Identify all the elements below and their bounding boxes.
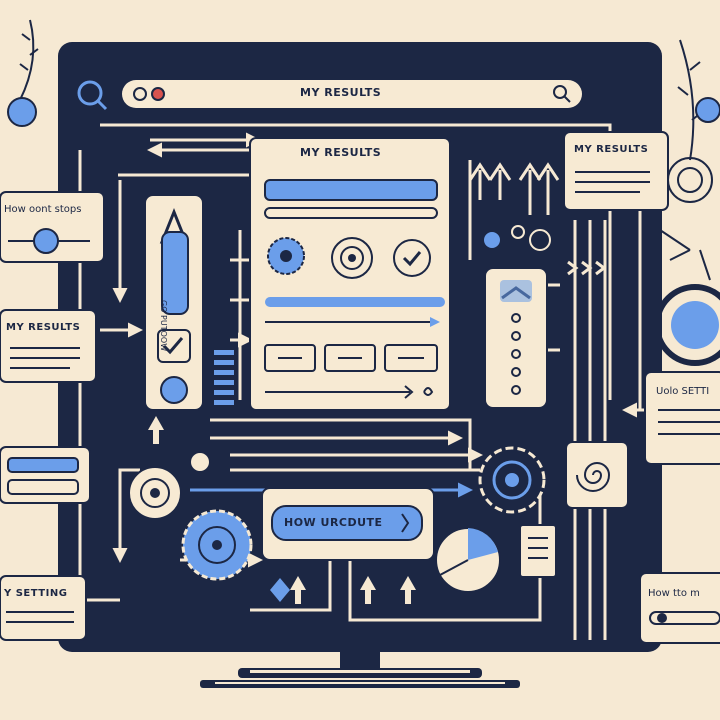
ladder-bars [214,350,234,405]
center-panel-title: MY RESULTS [300,146,382,159]
vertical-button[interactable] [161,231,189,315]
left-top-panel-text: How oont stops [4,204,82,215]
spiral-icon [576,462,611,492]
address-bar[interactable] [122,80,582,108]
right-bottom-card [639,572,720,644]
flow-lines [78,123,655,640]
how-urcdute-label: HOW URCDUTE [284,516,383,529]
top-right-card [563,131,669,211]
left-middle-panel-title: MY RESULTS [6,322,81,333]
toggle-row-1[interactable] [7,457,79,473]
right-middle-card [644,371,720,465]
up-arrows [36,273,416,604]
target-icon[interactable] [331,237,373,279]
background-decoration [7,19,720,366]
left-top-card [0,191,105,263]
left-bottom-card [0,575,87,641]
left-toggle-card [0,446,91,504]
address-search-icon[interactable] [553,85,567,99]
double-up-arrows [468,162,560,215]
document-icon [519,524,557,578]
address-bar-text: MY RESULTS [300,86,382,99]
right-vertical-card [484,267,548,409]
vertical-card [144,194,204,411]
check-circle-icon[interactable] [393,239,431,277]
right-middle-panel-title: Uolo SETTI [656,386,710,397]
right-bottom-panel-text: How tto m [648,588,700,599]
slider-knob[interactable] [33,228,59,254]
lower-widgets [128,441,629,602]
search-icon[interactable] [77,80,103,106]
browser-toolbar [77,80,582,111]
checkbox[interactable] [157,329,191,363]
mini-icons [484,225,607,276]
center-results-panel [249,137,451,411]
how-urcdute-button[interactable] [271,505,423,541]
heart-icon [423,387,434,396]
toggle-row-2[interactable] [7,479,79,495]
diamond-icon [270,578,290,602]
top-right-panel-title: MY RESULTS [574,144,649,155]
dot-indicator [160,376,188,404]
progress-bar [264,179,438,201]
record-icon [151,87,165,101]
left-middle-card [0,309,97,383]
vertical-button-label: GO PUTOOW [159,300,168,352]
left-bottom-panel-title: Y SETTING [4,588,68,599]
chevron-right-icon [401,513,410,533]
